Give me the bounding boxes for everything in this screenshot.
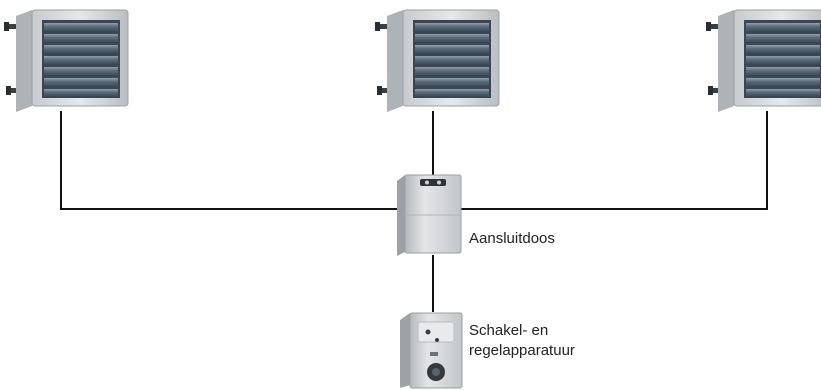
unit-heater-icon xyxy=(374,9,500,113)
control-unit-label-line2: regelapparatuur xyxy=(469,342,575,359)
junction-box-icon xyxy=(397,174,462,256)
wire-right-heater xyxy=(460,111,768,210)
wire-left-heater xyxy=(60,111,399,210)
junction-box-label: Aansluitdoos xyxy=(469,230,555,247)
control-unit-label: Schakel- en regelapparatuur xyxy=(469,321,575,361)
unit-heater-icon xyxy=(705,9,821,113)
unit-heater-icon xyxy=(3,9,129,113)
control-unit-icon xyxy=(400,312,463,389)
wiring-lines xyxy=(60,111,768,312)
control-unit-label-line1: Schakel- en xyxy=(469,322,549,339)
